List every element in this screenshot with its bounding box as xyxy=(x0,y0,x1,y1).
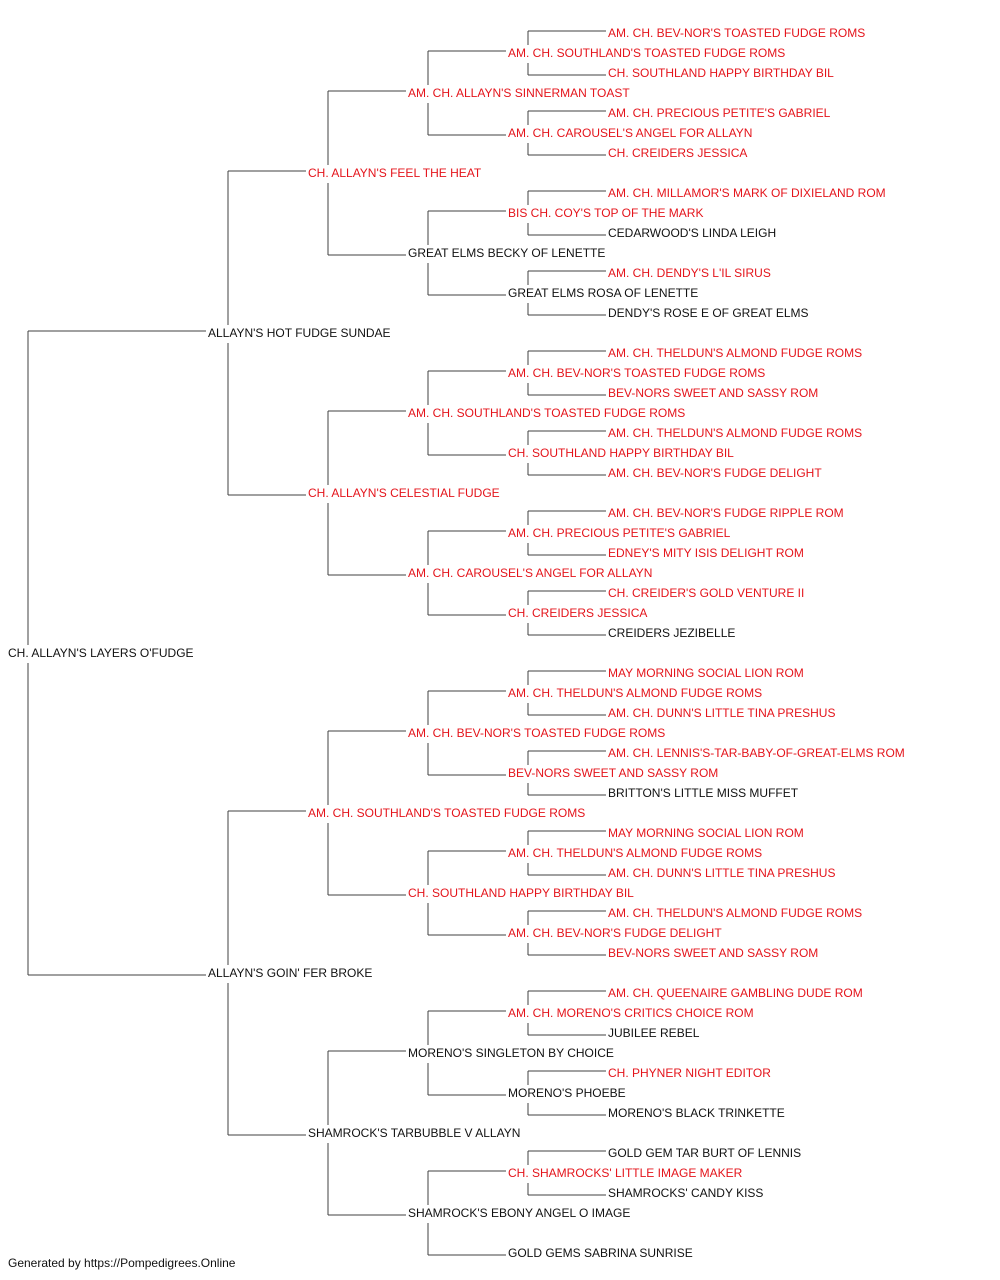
sire-name[interactable]: MORENO'S SINGLETON BY CHOICE xyxy=(408,1046,614,1060)
sire-name[interactable]: BIS CH. COY'S TOP OF THE MARK xyxy=(508,206,704,220)
sire-name[interactable]: AM. CH. MILLAMOR'S MARK OF DIXIELAND ROM xyxy=(608,186,886,200)
sire-name[interactable]: AM. CH. BEV-NOR'S FUDGE RIPPLE ROM xyxy=(608,506,844,520)
sire-name[interactable]: AM. CH. MORENO'S CRITICS CHOICE ROM xyxy=(508,1006,754,1020)
sire-name[interactable]: AM. CH. QUEENAIRE GAMBLING DUDE ROM xyxy=(608,986,863,1000)
dam-name[interactable]: CEDARWOOD'S LINDA LEIGH xyxy=(608,226,777,240)
dam-name[interactable]: AM. CH. CAROUSEL'S ANGEL FOR ALLAYN xyxy=(408,566,653,580)
sire-name[interactable]: CH. SHAMROCKS' LITTLE IMAGE MAKER xyxy=(508,1166,743,1180)
sire-name[interactable]: MAY MORNING SOCIAL LION ROM xyxy=(608,666,804,680)
sire-name[interactable]: MAY MORNING SOCIAL LION ROM xyxy=(608,826,804,840)
dam-name[interactable]: CH. SOUTHLAND HAPPY BIRTHDAY BIL xyxy=(508,446,734,460)
sire-name[interactable]: AM. CH. BEV-NOR'S TOASTED FUDGE ROMS xyxy=(408,726,666,740)
dam-name[interactable]: BEV-NORS SWEET AND SASSY ROM xyxy=(508,766,719,780)
dam-name[interactable]: BEV-NORS SWEET AND SASSY ROM xyxy=(608,386,819,400)
dam-name[interactable]: GOLD GEMS SABRINA SUNRISE xyxy=(508,1246,693,1260)
sire-name[interactable]: AM. CH. THELDUN'S ALMOND FUDGE ROMS xyxy=(608,906,863,920)
generated-by-footer: Generated by https://Pompedigrees.Online xyxy=(8,1256,236,1270)
sire-name[interactable]: CH. PHYNER NIGHT EDITOR xyxy=(608,1066,771,1080)
dam-name[interactable]: EDNEY'S MITY ISIS DELIGHT ROM xyxy=(608,546,804,560)
sire-name[interactable]: AM. CH. PRECIOUS PETITE'S GABRIEL xyxy=(508,526,731,540)
dam-name[interactable]: BRITTON'S LITTLE MISS MUFFET xyxy=(608,786,799,800)
dam-name[interactable]: SHAMROCKS' CANDY KISS xyxy=(608,1186,764,1200)
dam-name[interactable]: AM. CH. BEV-NOR'S FUDGE DELIGHT xyxy=(508,926,722,940)
dam-name[interactable]: SHAMROCK'S EBONY ANGEL O IMAGE xyxy=(408,1206,631,1220)
sire-name[interactable]: AM. CH. SOUTHLAND'S TOASTED FUDGE ROMS xyxy=(308,806,586,820)
dam-name[interactable]: GREAT ELMS ROSA OF LENETTE xyxy=(508,286,699,300)
sire-name[interactable]: AM. CH. THELDUN'S ALMOND FUDGE ROMS xyxy=(508,846,763,860)
sire-name[interactable]: GOLD GEM TAR BURT OF LENNIS xyxy=(608,1146,802,1160)
dam-name[interactable]: GREAT ELMS BECKY OF LENETTE xyxy=(408,246,606,260)
dam-name[interactable]: MORENO'S PHOEBE xyxy=(508,1086,626,1100)
sire-name[interactable]: ALLAYN'S HOT FUDGE SUNDAE xyxy=(208,326,391,340)
sire-name[interactable]: AM. CH. THELDUN'S ALMOND FUDGE ROMS xyxy=(608,426,863,440)
dam-name[interactable]: CH. ALLAYN'S CELESTIAL FUDGE xyxy=(308,486,500,500)
subject-dog-name[interactable]: CH. ALLAYN'S LAYERS O'FUDGE xyxy=(8,646,194,660)
dam-name[interactable]: CH. CREIDERS JESSICA xyxy=(608,146,748,160)
dam-name[interactable]: AM. CH. DUNN'S LITTLE TINA PRESHUS xyxy=(608,866,836,880)
sire-name[interactable]: AM. CH. THELDUN'S ALMOND FUDGE ROMS xyxy=(508,686,763,700)
dam-name[interactable]: JUBILEE REBEL xyxy=(608,1026,700,1040)
dam-name[interactable]: MORENO'S BLACK TRINKETTE xyxy=(608,1106,785,1120)
dam-name[interactable]: AM. CH. BEV-NOR'S FUDGE DELIGHT xyxy=(608,466,822,480)
sire-name[interactable]: AM. CH. SOUTHLAND'S TOASTED FUDGE ROMS xyxy=(508,46,786,60)
dam-name[interactable]: CH. CREIDERS JESSICA xyxy=(508,606,648,620)
dam-name[interactable]: BEV-NORS SWEET AND SASSY ROM xyxy=(608,946,819,960)
sire-name[interactable]: CH. CREIDER'S GOLD VENTURE II xyxy=(608,586,805,600)
sire-name[interactable]: AM. CH. PRECIOUS PETITE'S GABRIEL xyxy=(608,106,831,120)
sire-name[interactable]: AM. CH. SOUTHLAND'S TOASTED FUDGE ROMS xyxy=(408,406,686,420)
dam-name[interactable]: AM. CH. DUNN'S LITTLE TINA PRESHUS xyxy=(608,706,836,720)
sire-name[interactable]: AM. CH. LENNIS'S-TAR-BABY-OF-GREAT-ELMS … xyxy=(608,746,905,760)
sire-name[interactable]: AM. CH. ALLAYN'S SINNERMAN TOAST xyxy=(408,86,630,100)
sire-name[interactable]: AM. CH. BEV-NOR'S TOASTED FUDGE ROMS xyxy=(608,26,866,40)
sire-name[interactable]: CH. ALLAYN'S FEEL THE HEAT xyxy=(308,166,482,180)
sire-name[interactable]: AM. CH. THELDUN'S ALMOND FUDGE ROMS xyxy=(608,346,863,360)
dam-name[interactable]: CH. SOUTHLAND HAPPY BIRTHDAY BIL xyxy=(408,886,634,900)
dam-name[interactable]: SHAMROCK'S TARBUBBLE V ALLAYN xyxy=(308,1126,521,1140)
sire-name[interactable]: AM. CH. BEV-NOR'S TOASTED FUDGE ROMS xyxy=(508,366,766,380)
dam-name[interactable]: CH. SOUTHLAND HAPPY BIRTHDAY BIL xyxy=(608,66,834,80)
dam-name[interactable]: CREIDERS JEZIBELLE xyxy=(608,626,736,640)
sire-name[interactable]: AM. CH. DENDY'S L'IL SIRUS xyxy=(608,266,771,280)
dam-name[interactable]: ALLAYN'S GOIN' FER BROKE xyxy=(208,966,373,980)
dam-name[interactable]: DENDY'S ROSE E OF GREAT ELMS xyxy=(608,306,809,320)
dam-name[interactable]: AM. CH. CAROUSEL'S ANGEL FOR ALLAYN xyxy=(508,126,753,140)
